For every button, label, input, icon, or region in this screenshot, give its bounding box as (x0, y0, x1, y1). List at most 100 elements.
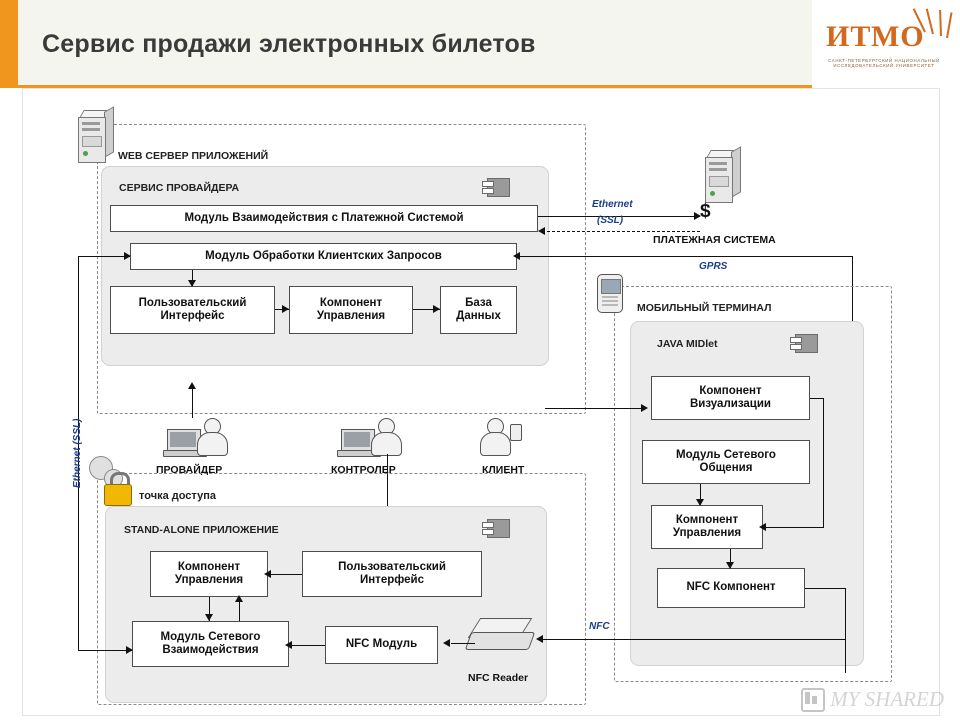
stand-alone-panel (105, 506, 547, 703)
arrow-down-icon (726, 562, 734, 569)
mobile-phone-icon (597, 274, 623, 313)
access-point-container (97, 473, 586, 705)
arrow-right-icon (126, 646, 133, 654)
watermark-icon (801, 687, 826, 712)
connector-control-to-nfc (730, 549, 731, 568)
arrow-down-icon (205, 614, 213, 621)
connector-nfc-horizontal (540, 639, 845, 640)
provider-service-label: СЕРВИС ПРОВАЙДЕРА (119, 182, 240, 194)
java-midlet-label: JAVA MIDlet (657, 338, 718, 350)
client-requests-module-box[interactable]: Модуль Обработки Клиентских Запросов (130, 243, 517, 270)
stand-alone-label: STAND-ALONE ПРИЛОЖЕНИЕ (124, 524, 279, 536)
client-requests-module-label: Модуль Обработки Клиентских Запросов (205, 249, 442, 262)
arrow-left-icon (536, 635, 543, 643)
nfc-component-box[interactable]: NFC Компонент (657, 568, 805, 608)
control-component-web-label: Компонент Управления (316, 296, 386, 322)
connector-left-bus-vertical (78, 256, 79, 650)
payment-module-box[interactable]: Модуль Взаимодействия с Платежной Систем… (110, 205, 538, 232)
network-communication-module-box[interactable]: Модуль Сетевого Общения (642, 440, 810, 484)
connector-payment-out (538, 216, 700, 217)
component-icon (482, 519, 510, 538)
arrow-right-icon (124, 252, 131, 260)
connector-requests-to-ui (192, 270, 193, 286)
diagram-canvas: WEB СЕРВЕР ПРИЛОЖЕНИЙ СЕРВИС ПРОВАЙДЕРА … (0, 88, 960, 720)
nfc-module-label: NFC Модуль (345, 638, 418, 651)
page-title: Сервис продажи электронных билетов (42, 30, 536, 58)
mobile-terminal-label: МОБИЛЬНЫЙ ТЕРМИНАЛ (637, 302, 772, 314)
logo-subtitle: САНКТ-ПЕТЕРБУРГСКИЙ НАЦИОНАЛЬНЫЙ ИССЛЕДО… (828, 58, 940, 68)
database-label: База Данных (456, 296, 501, 322)
ethernet-ssl-left-label: Ethernet (SSL) (72, 418, 83, 488)
arrow-right-icon (282, 305, 289, 313)
connector-payment-return (542, 231, 700, 232)
connector-reader-to-nfc-module (451, 643, 475, 644)
connector-nfc-component-right (805, 588, 845, 589)
control-component-mobile-box[interactable]: Компонент Управления (651, 505, 763, 549)
header-divider (0, 85, 960, 88)
ethernet-ssl-label-1: Ethernet (592, 199, 633, 210)
connector-ap-control-to-ui (268, 574, 302, 575)
logo-ray-icon (946, 12, 953, 39)
arrow-down-icon (696, 499, 704, 506)
connector-ap-network-to-nfc (289, 645, 325, 646)
gprs-label: GPRS (699, 261, 728, 272)
watermark-text: MY SHARED (830, 687, 944, 711)
connector-gprs-horizontal (517, 256, 853, 257)
arrow-up-icon (188, 382, 196, 389)
watermark: MY SHARED (801, 687, 944, 712)
nfc-component-label: NFC Компонент (686, 581, 776, 594)
visualization-component-box[interactable]: Компонент Визуализации (651, 376, 810, 420)
mobile-terminal-container (614, 286, 892, 682)
database-box[interactable]: База Данных (440, 286, 517, 334)
connector-client-to-mobile (545, 408, 645, 409)
network-communication-module-label: Модуль Сетевого Общения (676, 448, 776, 474)
network-interaction-module-box[interactable]: Модуль Сетевого Взаимодействия (132, 621, 289, 667)
dollar-icon: $ (700, 201, 711, 222)
component-icon (482, 178, 510, 197)
arrow-left-icon (264, 570, 271, 578)
component-icon (790, 334, 818, 353)
user-interface-ap-label: Пользовательский Интерфейс (338, 560, 446, 586)
control-component-mobile-label: Компонент Управления (672, 513, 742, 539)
arrow-down-icon (188, 280, 196, 287)
connector-visualization-right (810, 398, 824, 399)
payment-module-label: Модуль Взаимодействия с Платежной Систем… (184, 211, 464, 224)
arrow-left-icon (538, 227, 545, 235)
connector-mobile-right-bus (823, 398, 824, 528)
nfc-module-box[interactable]: NFC Модуль (325, 626, 438, 664)
arrow-right-icon (694, 212, 701, 220)
control-component-web-box[interactable]: Компонент Управления (289, 286, 413, 334)
web-server-label: WEB СЕРВЕР ПРИЛОЖЕНИЙ (118, 150, 269, 162)
arrow-right-icon (433, 305, 440, 313)
connector-control-to-db (413, 309, 440, 310)
connector-nfc-down (845, 588, 846, 673)
connector-provider-to-ui (192, 388, 193, 418)
nfc-reader-label: NFC Reader (468, 672, 529, 684)
visualization-component-label: Компонент Визуализации (690, 384, 771, 410)
web-server-container (97, 124, 586, 414)
connector-ap-control-to-network (209, 597, 210, 621)
arrow-left-icon (285, 641, 292, 649)
logo-text: ИТМО (826, 20, 925, 53)
connector-ap-network-to-control (239, 597, 240, 621)
university-logo: ИТМО САНКТ-ПЕТЕРБУРГСКИЙ НАЦИОНАЛЬНЫЙ ИС… (812, 0, 960, 88)
page-header: Сервис продажи электронных билетов ИТМО … (0, 0, 960, 88)
header-accent-bar (0, 0, 18, 88)
access-point-label: точка доступа (139, 490, 216, 502)
ethernet-ssl-label-2: (SSL) (597, 215, 624, 226)
user-interface-ap-box[interactable]: Пользовательский Интерфейс (302, 551, 482, 597)
logo-ray-icon (939, 9, 942, 37)
network-interaction-module-label: Модуль Сетевого Взаимодействия (160, 630, 261, 656)
payment-system-label: ПЛАТЕЖНАЯ СИСТЕМА (653, 234, 776, 246)
connector-network-to-control (700, 484, 701, 505)
nfc-label: NFC (589, 621, 610, 632)
control-component-ap-box[interactable]: Компонент Управления (150, 551, 268, 597)
arrow-left-icon (513, 252, 520, 260)
connector-left-bus-bottom (78, 650, 132, 651)
user-interface-web-box[interactable]: Пользовательский Интерфейс (110, 286, 275, 334)
arrow-left-icon (443, 639, 450, 647)
arrow-left-icon (759, 523, 766, 531)
connector-left-bus-top (78, 256, 130, 257)
arrow-right-icon (641, 404, 648, 412)
arrow-up-icon (235, 595, 243, 602)
